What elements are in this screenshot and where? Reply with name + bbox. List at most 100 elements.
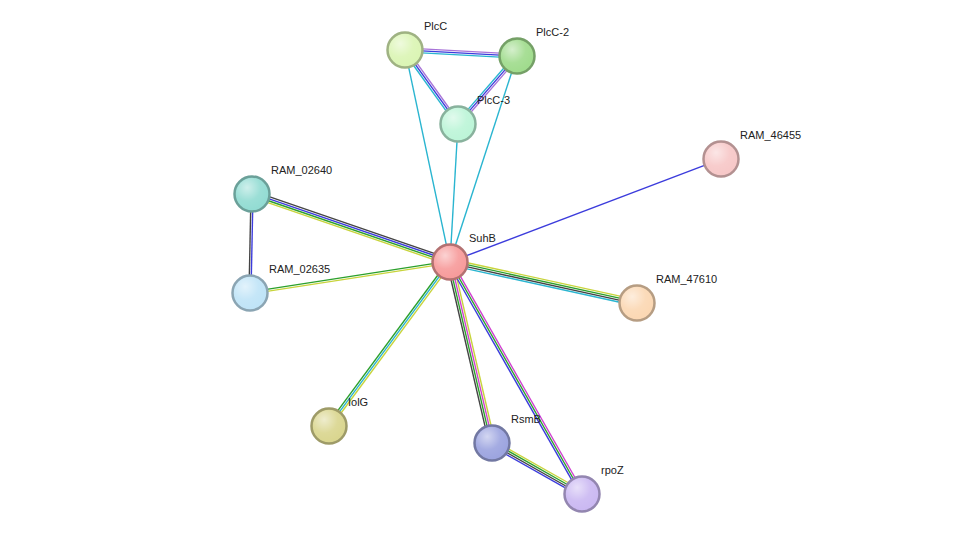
evidence-line	[267, 264, 433, 290]
interaction-edge	[413, 63, 449, 112]
node-label: RAM_02640	[271, 164, 332, 177]
interaction-edge	[267, 197, 435, 260]
node-circle	[431, 243, 469, 281]
evidence-line	[506, 452, 566, 486]
protein-node: RAM_46455	[702, 140, 740, 178]
node-gloss	[434, 246, 466, 278]
evidence-line	[422, 53, 500, 57]
node-circle	[563, 475, 601, 513]
node-label: rpoZ	[601, 464, 624, 477]
interaction-edge	[466, 165, 705, 256]
evidence-line	[268, 199, 434, 256]
interaction-edge	[409, 67, 447, 246]
evidence-line	[269, 197, 435, 254]
node-label: RAM_46455	[740, 129, 801, 142]
evidence-line	[505, 454, 565, 488]
node-gloss	[236, 178, 268, 210]
node-gloss	[621, 287, 653, 319]
interaction-edge	[267, 264, 434, 292]
protein-node: RsmB	[473, 424, 511, 462]
evidence-line	[508, 449, 568, 483]
node-label: RAM_47610	[656, 273, 717, 286]
evidence-line	[458, 277, 573, 479]
protein-node: RAM_02640	[233, 175, 271, 213]
node-gloss	[313, 410, 345, 442]
protein-node: IolG	[310, 407, 348, 445]
node-label: RAM_02635	[269, 263, 330, 276]
node-circle	[498, 37, 536, 75]
evidence-line	[466, 267, 620, 301]
evidence-line	[339, 276, 440, 413]
interaction-edge	[249, 211, 252, 276]
node-label: PlcC	[424, 20, 447, 33]
node-fill	[441, 107, 476, 142]
node-label: PlcC-3	[477, 94, 510, 107]
interaction-edge	[505, 449, 568, 488]
node-fill	[565, 477, 600, 512]
evidence-line	[267, 202, 433, 259]
interaction-edge	[422, 49, 500, 57]
evidence-line	[467, 263, 621, 297]
evidence-line	[466, 165, 705, 256]
evidence-line	[341, 277, 442, 414]
node-gloss	[442, 108, 474, 140]
node-circle	[310, 407, 348, 445]
node-gloss	[705, 143, 737, 175]
evidence-line	[268, 200, 434, 257]
node-circle	[386, 31, 424, 69]
node-fill	[475, 426, 510, 461]
protein-node: rpoZ	[563, 475, 601, 513]
interaction-edge	[466, 263, 621, 303]
node-label: RsmB	[511, 413, 541, 426]
protein-node: RAM_02635	[231, 274, 269, 312]
interaction-edge	[451, 141, 457, 245]
node-gloss	[389, 34, 421, 66]
evidence-line	[415, 64, 448, 110]
node-label: IolG	[348, 396, 368, 409]
evidence-line	[409, 67, 447, 246]
evidence-line	[466, 269, 620, 303]
node-fill	[388, 33, 423, 68]
node-circle	[473, 424, 511, 462]
node-gloss	[234, 277, 266, 309]
node-circle	[618, 284, 656, 322]
evidence-line	[467, 265, 621, 299]
node-label: PlcC-2	[536, 26, 569, 39]
evidence-line	[451, 279, 485, 427]
evidence-line	[417, 63, 450, 109]
evidence-line	[413, 65, 446, 111]
node-fill	[233, 276, 268, 311]
evidence-line	[251, 211, 252, 276]
node-fill	[620, 286, 655, 321]
node-fill	[312, 409, 347, 444]
node-fill	[433, 245, 468, 280]
node-gloss	[476, 427, 508, 459]
evidence-line	[460, 276, 575, 478]
evidence-line	[455, 72, 511, 246]
node-circle	[439, 105, 477, 143]
interaction-edge	[457, 276, 576, 480]
evidence-line	[457, 278, 572, 480]
protein-node: PlcC-2	[498, 37, 536, 75]
node-circle	[233, 175, 271, 213]
evidence-line	[451, 141, 457, 245]
interaction-edge	[337, 274, 441, 413]
node-circle	[702, 140, 740, 178]
protein-node: PlcC-3	[439, 105, 477, 143]
node-fill	[500, 39, 535, 74]
node-gloss	[501, 40, 533, 72]
protein-node: RAM_47610	[618, 284, 656, 322]
node-fill	[704, 142, 739, 177]
node-circle	[231, 274, 269, 312]
evidence-line	[471, 70, 508, 112]
interaction-edge	[455, 72, 511, 246]
evidence-line	[337, 274, 438, 411]
node-label: SuhB	[469, 232, 496, 245]
protein-node: SuhB	[431, 243, 469, 281]
node-gloss	[566, 478, 598, 510]
node-fill	[235, 177, 270, 212]
evidence-line	[507, 451, 567, 485]
evidence-line	[249, 211, 250, 276]
protein-node: PlcC	[386, 31, 424, 69]
